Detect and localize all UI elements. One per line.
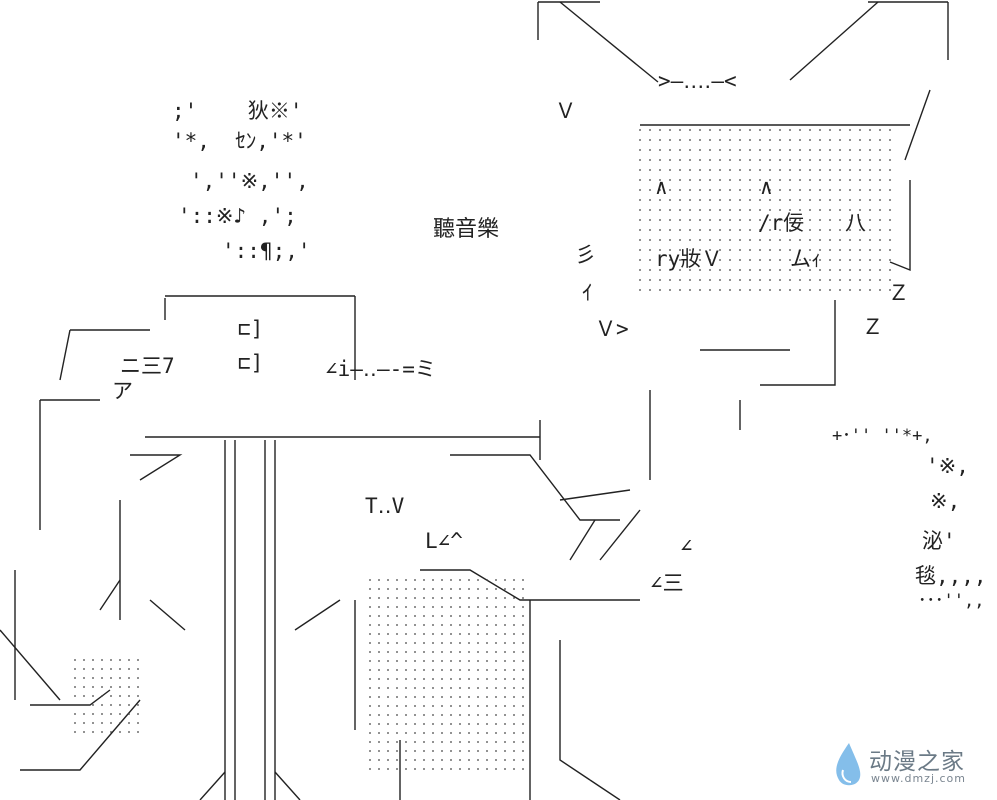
cat-right-ear-inner [789, 1, 879, 81]
cat-paw-mark: Ｖ> [595, 317, 629, 341]
logo-name: 动漫之家 [869, 749, 965, 775]
leg-c [99, 579, 121, 611]
sparkle-right-line-6: ･･･'',, [918, 591, 985, 611]
base-a [199, 771, 226, 800]
hand-edge [559, 640, 591, 781]
cat-right-face [904, 89, 931, 161]
arm-left [59, 329, 71, 381]
diag-d [569, 519, 596, 561]
diag-f [294, 599, 341, 631]
logo-url: www.dmzj.com [871, 772, 966, 785]
arrow-line: ∠i—‥—-=ミ [325, 357, 436, 381]
cat-whisker-mark: 彡 [575, 243, 596, 267]
drop-logo-icon [836, 743, 861, 786]
cat-chin-mark: ｲ [582, 281, 593, 305]
base-b [274, 771, 301, 800]
cat-mouth-upper: /r佞 [758, 211, 805, 235]
dot-fill-area [74, 129, 891, 770]
sparkle-left-line-5: '::¶;,' [222, 239, 311, 263]
leg-e [20, 699, 141, 771]
cat-shoulder [760, 300, 836, 386]
sparkle-left-line-1: ;' 狄※' [172, 99, 303, 123]
cat-z-mark-1: Ｚ [888, 281, 909, 305]
cat-left-ear-inner [559, 1, 659, 83]
cat-nose-bridge: >—‥‥—< [658, 69, 737, 93]
body-mark-ze: ∠三 [650, 571, 684, 595]
cat-cheek-mark: 八 [845, 211, 866, 235]
body-mark-l: L∠^ [425, 529, 463, 553]
cat-mouth-lower: ry妝Ｖ [655, 247, 723, 271]
sparkle-right-line-5: 毯,,,, [915, 564, 987, 588]
cat-right-cheek [889, 180, 911, 272]
cat-z-mark-2: Ｚ [862, 315, 883, 339]
cat-v-mark: Ｖ [555, 99, 576, 123]
sparkle-right-line-1: +･'' ''*+, [832, 426, 933, 446]
diag-c [559, 489, 631, 501]
body-mark-ni: ニ三7 [120, 354, 175, 378]
site-logo: 动漫之家 www.dmzj.com [829, 740, 989, 792]
sparkle-right-line-3: ※, [930, 489, 961, 513]
box-glyph-1: ⊏] [238, 317, 264, 341]
diag-a [130, 454, 183, 481]
diag-b [450, 454, 620, 521]
body-mark-tv: T‥V [365, 494, 405, 518]
body-mark-a: ア [112, 379, 133, 403]
page-title: 聽音樂 [433, 217, 500, 242]
leg-b [0, 629, 61, 701]
cat-ear-marks: ムｨ [790, 247, 822, 271]
base-d [589, 779, 621, 800]
box-glyph-2: ⊏] [238, 351, 264, 375]
foot [30, 689, 111, 706]
sparkle-left-line-4: '::※♪ ,'; [178, 204, 297, 228]
body-mark-ze2: ∠ [680, 534, 693, 558]
leg-d [149, 599, 186, 631]
sparkle-left-line-3: ',''※,'', [190, 169, 309, 193]
cat-eye-left: ∧ [655, 175, 668, 199]
sparkle-right-line-2: '※, [926, 454, 969, 478]
diag-e [599, 509, 641, 561]
diag-h [420, 569, 540, 601]
sparkle-right-line-4: 泌' [922, 529, 956, 553]
cat-eye-right: ∧ [760, 175, 773, 199]
sparkle-left-line-2: '*, ｾﾝ,'*' [172, 129, 307, 153]
